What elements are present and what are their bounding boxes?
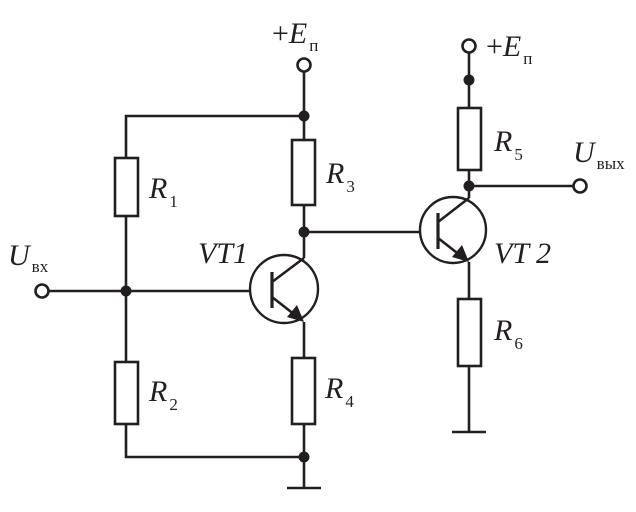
junction-dot-output	[463, 180, 475, 192]
vt2-collector-lead	[437, 196, 470, 224]
junction-dot-ground1	[298, 451, 310, 463]
resistor-r3	[290, 138, 317, 207]
resistor-r4	[290, 356, 317, 426]
vt2-emitter-arrow	[452, 245, 469, 262]
transistor-vt1	[248, 253, 320, 325]
wire-top-rail	[124, 114, 304, 158]
resistor-r6	[456, 297, 483, 368]
terminal-output	[572, 178, 588, 194]
label-vt1: VT1	[198, 237, 248, 270]
terminal-supply2	[461, 38, 477, 54]
resistor-r1	[113, 156, 140, 218]
junction-dot-collector1	[298, 226, 310, 238]
terminal-input	[34, 283, 50, 299]
junction-dot-supply2	[463, 74, 475, 86]
resistor-r5	[456, 106, 483, 172]
label-vt2: VT 2	[494, 237, 551, 270]
resistor-r2	[113, 360, 140, 426]
transistor-vt2	[418, 195, 488, 265]
wire-bottom-rail	[124, 424, 304, 459]
vt1-emitter-lead	[271, 295, 296, 317]
junction-dot-supply1	[298, 110, 310, 122]
vt2-body	[418, 195, 488, 265]
junction-dot-input	[120, 285, 132, 297]
terminal-supply1	[296, 57, 312, 73]
vt1-emitter-arrow	[287, 305, 304, 322]
vt1-collector-lead	[271, 256, 305, 284]
vt1-body	[248, 253, 320, 325]
